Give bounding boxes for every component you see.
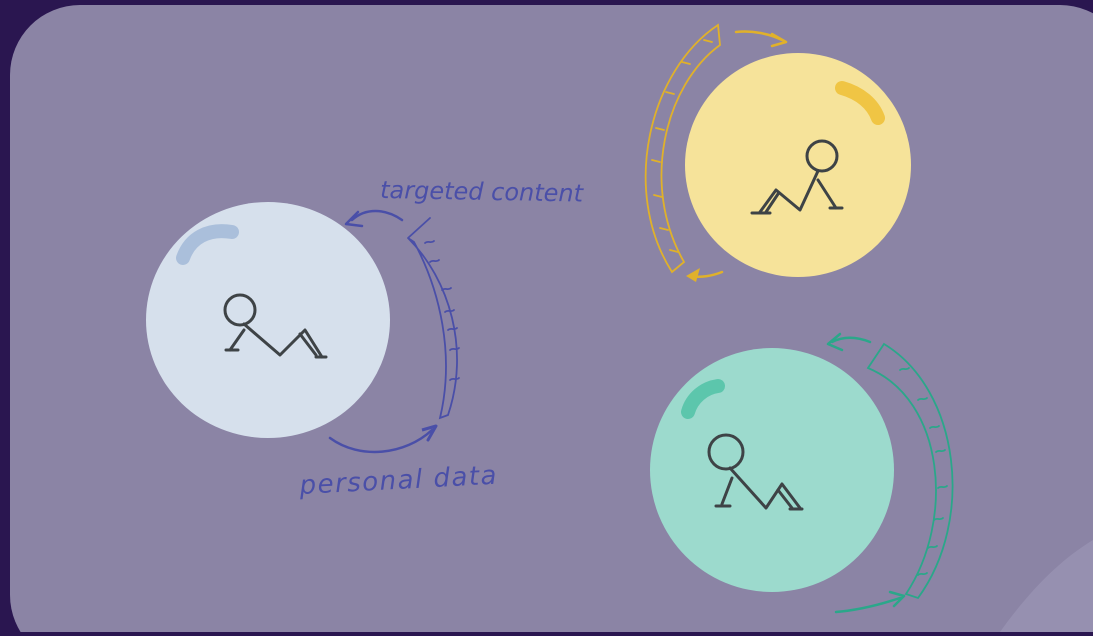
green-bubble-highlight: [681, 379, 725, 419]
person-figure-icon: [750, 139, 844, 215]
yellow-bubble-group: [644, 23, 911, 282]
corner-glow: [1000, 540, 1093, 632]
yellow-bubble-highlight: [835, 81, 885, 125]
green-bubble-group: [650, 332, 954, 614]
personal-data-arrow: [328, 428, 434, 454]
targeted-content-label: targeted content: [380, 176, 585, 208]
blue-bubble: [146, 202, 390, 438]
green-bottom-arrowhead: [888, 590, 906, 608]
yellow-top-arrowhead: [770, 32, 788, 48]
person-figure-icon: [707, 433, 804, 511]
person-figure-icon: [223, 293, 328, 359]
green-bottom-arrow: [834, 596, 902, 614]
blue-bubble-highlight: [176, 224, 239, 265]
green-data-band: [866, 342, 954, 600]
blue-data-band: [407, 217, 460, 420]
green-bubble: [650, 348, 894, 592]
personal-data-arrowhead: [421, 424, 438, 442]
yellow-bottom-arrowhead: [686, 268, 700, 282]
yellow-bubble: [685, 53, 911, 277]
yellow-data-band: [644, 23, 721, 274]
targeted-content-arrowhead: [344, 210, 364, 228]
green-top-arrowhead: [826, 332, 844, 352]
targeted-content-arrow: [350, 209, 404, 222]
green-top-arrow: [830, 336, 872, 344]
blue-bubble-group: targeted content personal data: [146, 176, 585, 501]
